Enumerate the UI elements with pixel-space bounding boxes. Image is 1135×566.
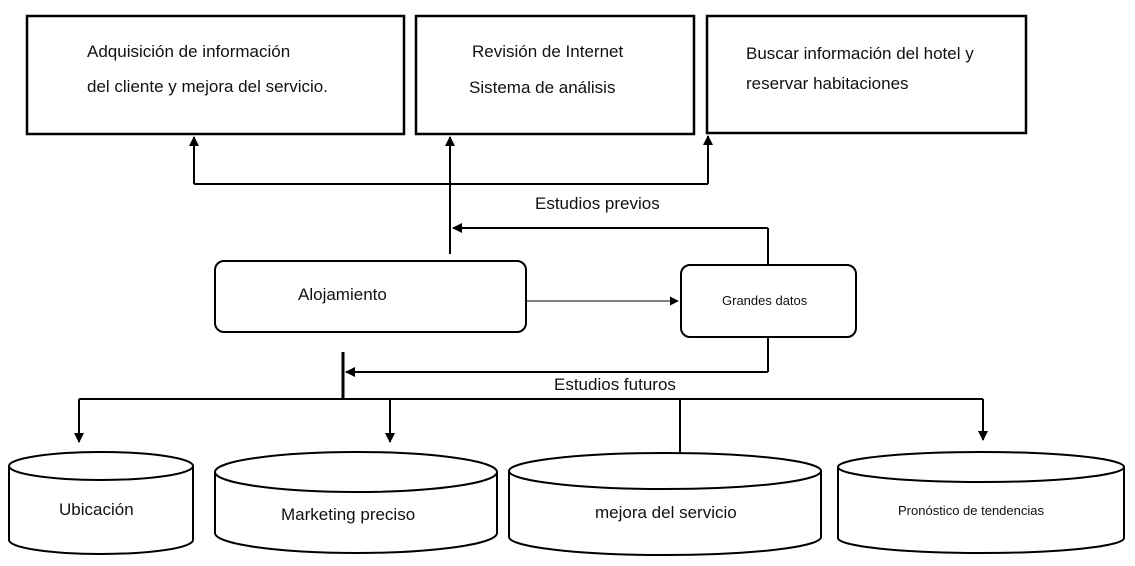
future-studies-arrow [341,337,769,399]
top-box-3-line2: reservar habitaciones [746,74,909,93]
accommodation-box [214,260,527,333]
top-box-3 [705,14,1028,135]
output-cylinder-2 [214,451,498,554]
accommodation-label: Alojamiento [298,285,387,304]
output-cylinder-3 [508,452,822,556]
top-box-2-line2: Sistema de análisis [469,78,616,97]
output-cylinder-4 [837,451,1125,554]
output-cylinder-1 [8,451,194,555]
top-box-2-line1: Revisión de Internet [472,42,624,61]
top-box-1-line2: del cliente y mejora del servicio. [87,77,328,96]
previous-studies-label: Estudios previos [535,194,660,213]
big-data-label: Grandes datos [722,293,808,308]
top-box-3-line1: Buscar información del hotel y [746,44,974,63]
output-label-1: Ubicación [59,500,134,519]
top-box-1-line1: Adquisición de información [87,42,291,61]
output-label-3: mejora del servicio [595,503,737,522]
top-connector [189,135,713,254]
future-studies-label: Estudios futuros [554,375,676,394]
output-label-2: Marketing preciso [281,505,416,524]
top-box-1 [25,14,406,136]
top-box-2 [414,14,696,136]
output-label-4: Pronóstico de tendencias [898,503,1044,518]
previous-studies-arrow [452,223,769,265]
